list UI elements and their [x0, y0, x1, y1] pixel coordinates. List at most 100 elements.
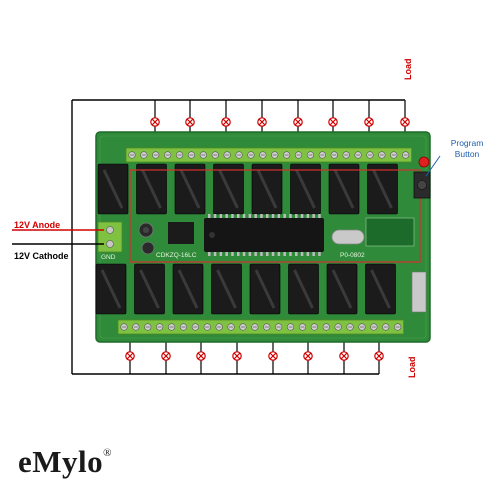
program-label-line2: Button [454, 149, 480, 159]
program-button[interactable] [413, 171, 431, 199]
capacitor [141, 241, 155, 255]
relay [326, 263, 358, 315]
model-silkscreen: CDKZQ-16LC [156, 252, 197, 259]
relay-array [95, 163, 398, 315]
chip-pin [225, 252, 228, 256]
load-label-bottom: Load [407, 356, 417, 379]
relay [136, 163, 167, 215]
relay [328, 163, 360, 215]
status-led [418, 156, 430, 168]
bottom-load-symbols [125, 351, 384, 361]
chip-pin [283, 214, 286, 218]
chip-pin [312, 214, 315, 218]
load-label-top: Load [403, 58, 413, 81]
load-symbol [303, 351, 313, 361]
load-symbol [185, 117, 195, 127]
cathode-label: 12V Cathode [14, 251, 69, 261]
relay [251, 163, 283, 215]
crystal-oscillator [331, 229, 365, 245]
bottom-load-wiring [72, 328, 380, 375]
chip-pin [213, 214, 217, 218]
chip-pin [231, 252, 234, 256]
relay [174, 163, 206, 215]
board-id-silkscreen: P0-0802 [340, 252, 365, 259]
load-symbol [339, 351, 349, 361]
relay [365, 263, 396, 315]
chip-pin [306, 214, 310, 218]
chip-pin [260, 214, 263, 218]
relay [172, 263, 204, 315]
chip-pin [237, 252, 240, 256]
chip-pin [225, 214, 228, 218]
load-symbol [221, 117, 231, 127]
chip-pin [289, 214, 292, 218]
program-button-label: Program Button [444, 138, 490, 160]
side-connector [411, 271, 427, 313]
chip-pin [242, 214, 246, 218]
chip-pin [248, 252, 252, 256]
driver-ic [168, 222, 194, 244]
load-symbol [268, 351, 278, 361]
chip-pin [237, 214, 240, 218]
chip-pin [295, 252, 298, 256]
chip-pin [242, 252, 246, 256]
load-symbol [125, 351, 135, 361]
load-symbol [374, 351, 384, 361]
chip-pin [277, 252, 281, 256]
chip-pin [213, 252, 217, 256]
chip-pin [300, 252, 304, 256]
relay [97, 163, 129, 215]
chip-pin [266, 252, 269, 256]
relay [367, 163, 398, 215]
terminal-strip [125, 147, 413, 163]
chip-pin [283, 252, 286, 256]
load-symbol [293, 117, 303, 127]
microcontroller-chip [204, 214, 324, 256]
chip-pin [277, 214, 281, 218]
load-symbol [400, 117, 410, 127]
load-symbol [232, 351, 242, 361]
load-symbol [196, 351, 206, 361]
chip-pin [295, 214, 298, 218]
load-symbol [328, 117, 338, 127]
chip-pin [254, 252, 257, 256]
load-symbol [257, 117, 267, 127]
chip-pin [219, 252, 223, 256]
chip-pin [266, 214, 269, 218]
relay [290, 163, 321, 215]
chip-pin [254, 214, 257, 218]
load-symbol [150, 117, 160, 127]
relay [211, 263, 242, 315]
relay [134, 263, 165, 315]
chip-pin [208, 252, 211, 256]
relay [95, 263, 127, 315]
load-symbol [364, 117, 374, 127]
chip-pin [219, 214, 223, 218]
program-button-pointer [425, 155, 441, 177]
load-symbol [161, 351, 171, 361]
brand-name: eMylo [18, 444, 104, 479]
gnd-silkscreen: GND [101, 254, 116, 261]
registered-mark: ® [103, 447, 112, 459]
relay [288, 263, 319, 315]
anode-label: 12V Anode [14, 220, 61, 230]
chip-pin [318, 214, 321, 218]
chip-pin [248, 214, 252, 218]
chip-pin [260, 252, 263, 256]
pcb-trace [129, 169, 421, 263]
chip-pin [208, 214, 211, 218]
top-load-symbols [150, 117, 410, 127]
chip-pin [231, 214, 234, 218]
relay [213, 163, 244, 215]
rf-receiver-module [365, 217, 415, 247]
chip-pin [289, 252, 292, 256]
chip-pin [312, 252, 315, 256]
chip-pin [271, 252, 275, 256]
top-terminal-block [125, 147, 413, 163]
power-terminal [97, 221, 123, 253]
chip-pin [271, 214, 275, 218]
terminal-strip [117, 319, 405, 335]
bottom-terminal-block [117, 319, 405, 335]
chip-pin [318, 252, 321, 256]
